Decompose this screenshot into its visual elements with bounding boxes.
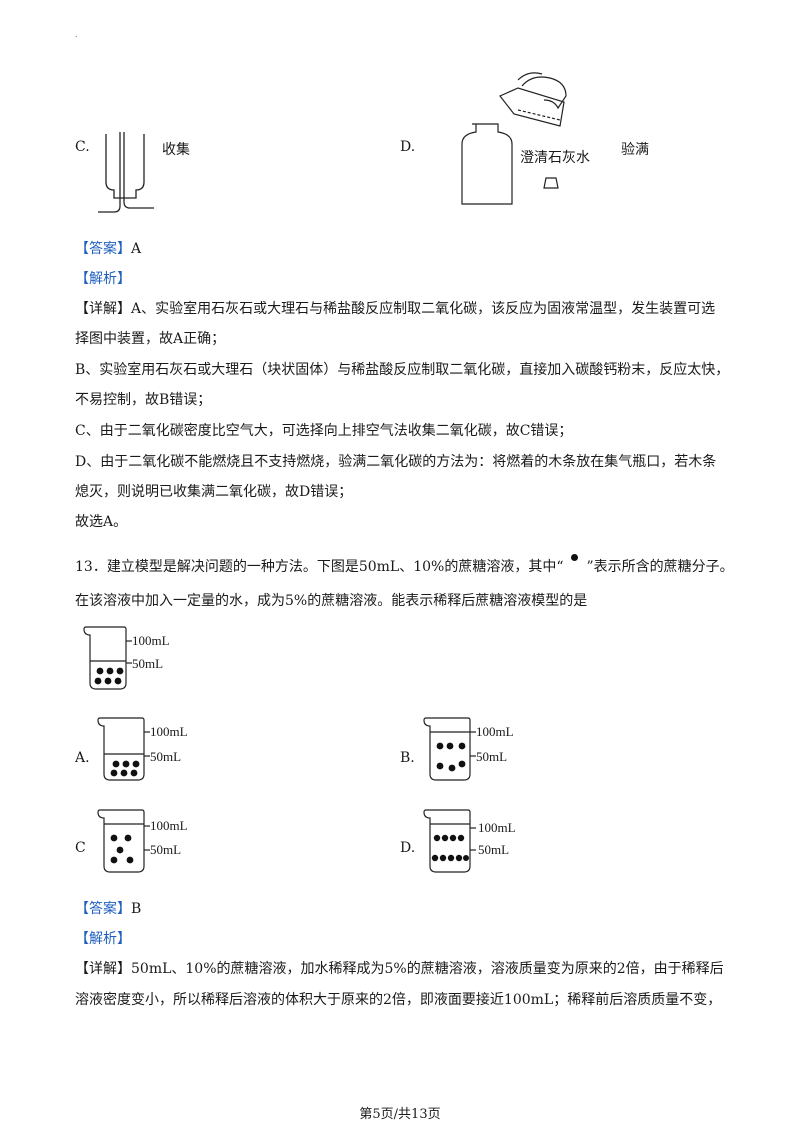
q12-detail-line: 择图中装置，故A正确； bbox=[75, 331, 226, 347]
option-a-letter: A. bbox=[75, 750, 90, 766]
option-d-letter: D. bbox=[400, 139, 416, 155]
q13-answer: 【答案】B bbox=[75, 902, 141, 916]
q13-analysis-tag: 【解析】 bbox=[75, 931, 131, 947]
page-footer: 第5页/共13页 bbox=[359, 1107, 441, 1122]
q13-stem-line2: 在该溶液中加入一定量的水，成为5%的蔗糖溶液。能表示稀释后蔗糖溶液模型的是 bbox=[75, 593, 588, 609]
q12-detail-line: 不易控制，故B错误； bbox=[75, 392, 212, 408]
original-beaker-model: 100mL 50mL bbox=[83, 626, 170, 690]
mark-100ml: 100mL bbox=[150, 818, 188, 833]
answer-tag: 【答案】 bbox=[75, 241, 131, 257]
mark-50ml: 50mL bbox=[476, 749, 507, 764]
q12-detail-line: D、由于二氧化碳不能燃烧且不支持燃烧，验满二氧化碳的方法为：将燃着的木条放在集气… bbox=[75, 454, 717, 470]
q13-detail-line: 溶液密度变小，所以稀释后溶液的体积大于原来的2倍，即液面要接近100mL；稀释前… bbox=[75, 992, 722, 1008]
limewater-label: 澄清石灰水 bbox=[520, 147, 590, 167]
mark-50ml: 50mL bbox=[150, 842, 181, 857]
limewater-pouring-diagram bbox=[461, 72, 567, 205]
mark-100ml: 100mL bbox=[150, 724, 188, 739]
q12-detail-line: 故选A。 bbox=[75, 514, 128, 530]
q12-detail-line: C、由于二氧化碳密度比空气大，可选择向上排空气法收集二氧化碳，故C错误； bbox=[75, 423, 573, 439]
mark-50ml: 50mL bbox=[478, 842, 509, 857]
q13-stem-part2: ”表示所含的蔗糖分子。 bbox=[586, 559, 734, 575]
option-a-beaker: 100mL 50mL bbox=[97, 717, 188, 781]
q12-analysis-tag: 【解析】 bbox=[75, 271, 131, 287]
option-b-letter: B. bbox=[400, 750, 415, 766]
option-d-caption: 验满 bbox=[621, 142, 649, 158]
q12-answer: 【答案】A bbox=[75, 242, 141, 256]
mark-50ml: 50mL bbox=[132, 656, 163, 671]
sugar-molecule-dot-icon bbox=[571, 554, 579, 561]
answer-tag: 【答案】 bbox=[75, 901, 131, 917]
q12-detail-line: B、实验室用石灰石或大理石（块状固体）与稀盐酸反应制取二氧化碳，直接加入碳酸钙粉… bbox=[75, 362, 730, 378]
mark-100ml: 100mL bbox=[476, 724, 514, 739]
option-b-beaker: 100mL 50mL bbox=[423, 717, 514, 781]
corner-mark: . bbox=[75, 30, 78, 39]
q12-detail-line: 【详解】A、实验室用石灰石或大理石与稀盐酸反应制取二氧化碳，该反应为固液常温型，… bbox=[75, 301, 716, 317]
option-c-beaker-letter: C bbox=[75, 840, 86, 856]
mark-100ml: 100mL bbox=[132, 633, 170, 648]
option-d-beaker-letter: D. bbox=[400, 840, 416, 856]
option-c-beaker: 100mL 50mL bbox=[97, 809, 188, 873]
q13-detail-line: 【详解】50mL、10%的蔗糖溶液，加水稀释成为5%的蔗糖溶液，溶液质量变为原来… bbox=[75, 961, 724, 977]
option-c-caption: 收集 bbox=[162, 142, 190, 158]
option-c-letter: C. bbox=[75, 139, 90, 155]
option-d-beaker: 100mL 50mL bbox=[423, 809, 516, 873]
collection-bottle-diagram bbox=[98, 132, 154, 213]
q13-stem-part1: 13．建立模型是解决问题的一种方法。下图是50mL、10%的蔗糖溶液，其中“ bbox=[75, 559, 564, 575]
answer-value: A bbox=[131, 241, 142, 257]
q13-stem-line1: 13．建立模型是解决问题的一种方法。下图是50mL、10%的蔗糖溶液，其中“ ”表… bbox=[75, 554, 734, 574]
answer-value: B bbox=[131, 901, 142, 917]
mark-50ml: 50mL bbox=[150, 749, 181, 764]
q12-detail-line: 熄灭，则说明已收集满二氧化碳，故D错误； bbox=[75, 484, 353, 500]
mark-100ml: 100mL bbox=[478, 820, 516, 835]
